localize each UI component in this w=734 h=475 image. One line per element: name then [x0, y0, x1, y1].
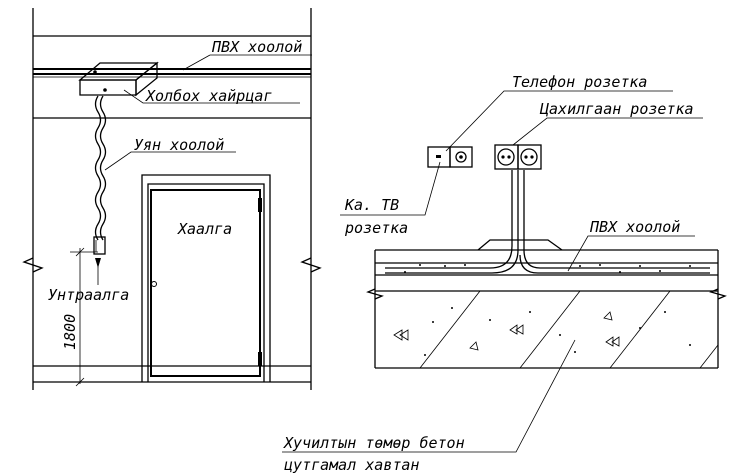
- power-socket-label: Цахилгаан розетка: [539, 100, 694, 118]
- left-wall-elevation: [22, 8, 322, 390]
- right-floor-section: [282, 90, 727, 453]
- flex-pipe-icon: [99, 95, 107, 241]
- break-mark-right: [300, 257, 322, 273]
- power-socket-icon: [494, 144, 542, 170]
- phone-socket-label: Телефон розетка: [512, 73, 647, 91]
- switch-icon: [93, 236, 106, 255]
- door-icon: [141, 174, 271, 382]
- junction-box-icon: [78, 61, 159, 97]
- door-label: Хаалга: [177, 220, 232, 238]
- slab-label-line2: цутгамал хавтан: [284, 456, 419, 474]
- break-mark-left: [22, 257, 44, 273]
- pvc-pipe-label-right: ПВХ хоолой: [589, 218, 680, 236]
- height-dimension-label: 1800: [61, 314, 79, 350]
- slab-label-line1: Хучилтын төмөр бетон: [283, 434, 465, 452]
- tv-socket-label-line1: Ка. ТВ: [344, 196, 399, 214]
- junction-box-label: Холбох хайрцаг: [145, 87, 272, 105]
- tv-phone-socket-icon: [427, 146, 473, 168]
- pvc-pipe-label-left: ПВХ хоолой: [211, 38, 302, 56]
- concrete-texture: [393, 311, 620, 351]
- tv-socket-label-line2: розетка: [344, 219, 408, 237]
- flex-pipe-label: Уян хоолой: [134, 136, 224, 154]
- switch-label: Унтраалга: [48, 286, 129, 304]
